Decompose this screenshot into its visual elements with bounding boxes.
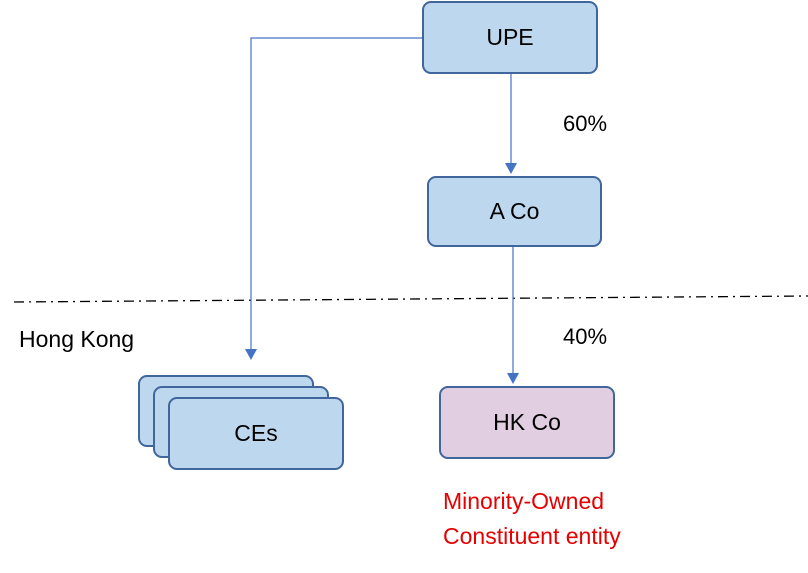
ownership-40-label: 40% [563,324,608,349]
hk-co-box: HK Co [439,386,615,459]
arrowhead-ces [245,349,257,360]
annotation-line-2: Constituent entity [443,523,621,549]
a-co-box: A Co [427,176,602,247]
minority-owned-annotation: Minority-Owned Constituent entity [443,484,621,554]
jurisdiction-border-line [13,295,808,303]
arrowhead-hk-co [507,373,519,384]
ces-box: CEs [168,397,344,470]
annotation-line-1: Minority-Owned [443,488,605,514]
region-label-hong-kong: Hong Kong [19,326,135,352]
hk-co-label: HK Co [493,409,561,435]
a-co-label: A Co [489,198,540,224]
upe-box: UPE [422,1,598,74]
ownership-60-label: 60% [563,111,608,136]
connector-upe-to-ces [250,37,422,349]
ces-label: CEs [234,420,278,446]
upe-label: UPE [486,24,534,50]
arrowhead-a-co [505,163,517,174]
